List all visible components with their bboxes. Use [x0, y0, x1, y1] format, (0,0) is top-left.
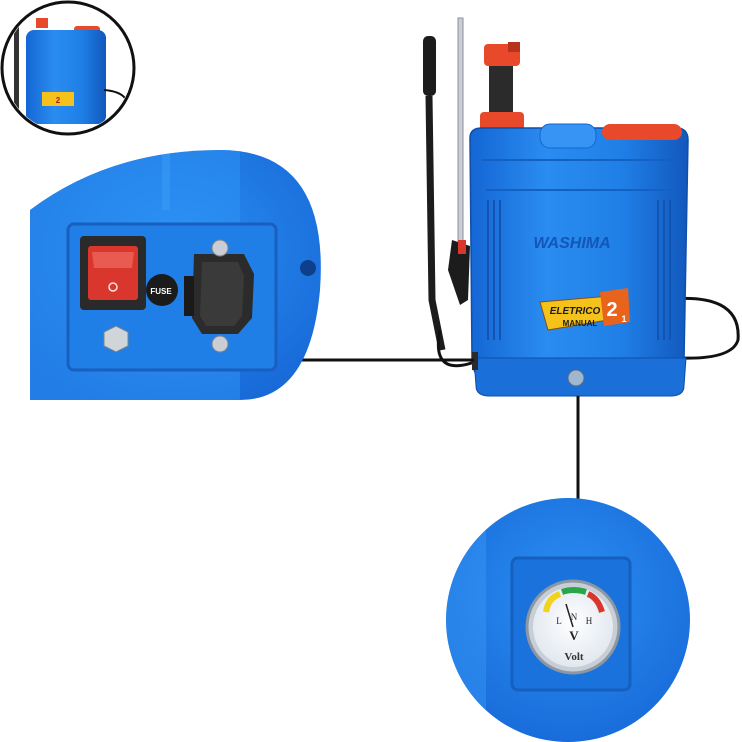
- gauge-mark-h: H: [586, 616, 593, 626]
- fill-cap: [602, 124, 682, 140]
- spray-lance: [457, 17, 464, 249]
- panel-screw: [103, 325, 129, 353]
- fuse-holder: [146, 274, 178, 306]
- brand-embossed: WASHIMA: [533, 235, 610, 252]
- sprayer-unit: WASHIMA ELETRICO MANUAL 2 1: [423, 17, 740, 397]
- tank-gauge-small: [567, 369, 585, 387]
- voltmeter-zoom: L N H V Volt: [446, 498, 690, 742]
- gauge-unit: V: [569, 628, 579, 643]
- thumbnail-view: 2: [0, 0, 136, 136]
- badge-number: 2: [606, 299, 617, 321]
- tank-body: [469, 127, 689, 381]
- switch-panel-zoom: FUSE: [30, 150, 321, 400]
- gauge-normal-zone: [560, 587, 587, 595]
- badge-line2: MANUAL: [563, 319, 598, 328]
- pump-lever: [425, 95, 446, 351]
- pump-handle: [423, 36, 436, 96]
- gauge-label: Volt: [564, 651, 583, 663]
- gauge-mark-l: L: [556, 616, 562, 626]
- eletrico-manual-badge: ELETRICO MANUAL 2 1: [539, 288, 630, 331]
- fuse-label: FUSE: [150, 287, 172, 296]
- gauge-high-zone: [586, 591, 605, 613]
- badge-number-sub: 1: [621, 314, 626, 324]
- thumb-badge-number: 2: [56, 96, 61, 105]
- trigger-handle: [448, 240, 470, 305]
- gauge-needle: [565, 603, 574, 628]
- hose: [436, 296, 740, 368]
- badge-line1: ELETRICO: [550, 306, 601, 317]
- gauge-mark-n: N: [571, 612, 578, 622]
- gauge-low-zone: [543, 591, 562, 613]
